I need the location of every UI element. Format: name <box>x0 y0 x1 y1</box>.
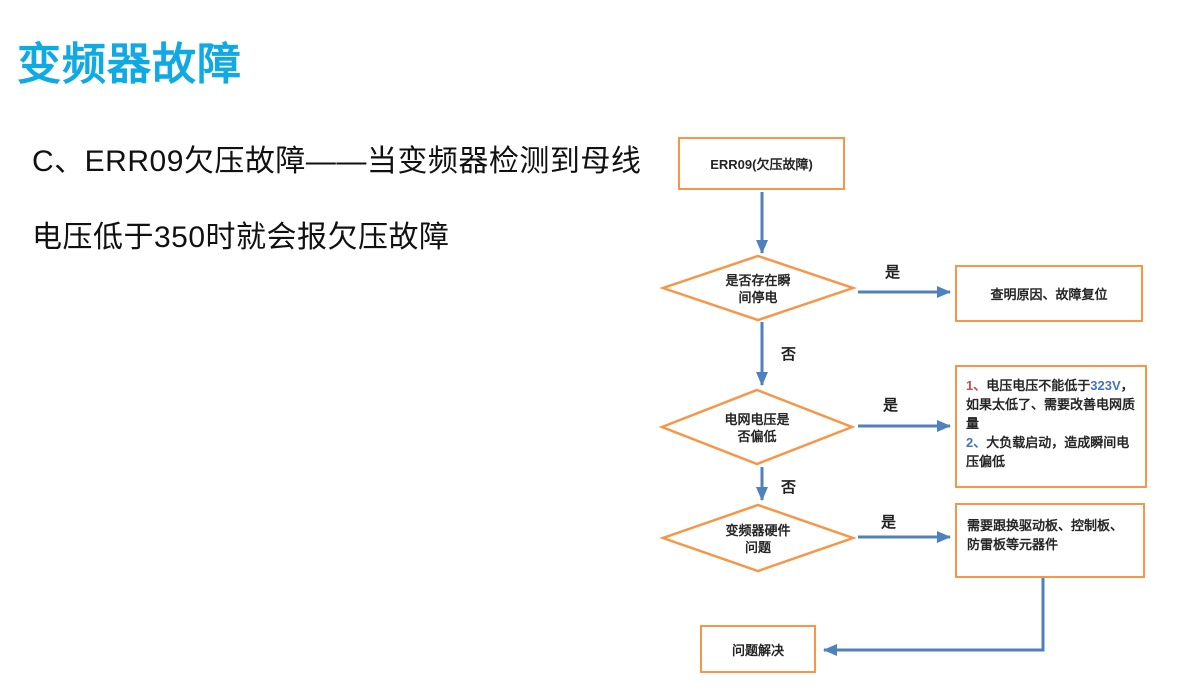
decision3-line2: 问题 <box>744 540 771 555</box>
label-yes-2: 是 <box>883 397 899 414</box>
decision1-label: 是否存在瞬 间停电 <box>693 272 823 306</box>
result3-label: 需要跟换驱动板、控制板、防雷板等元器件 <box>967 518 1124 552</box>
decision2-line1: 电网电压是 <box>724 412 790 427</box>
node-end-box: 问题解决 <box>700 625 816 673</box>
decision1-line1: 是否存在瞬 <box>725 273 791 288</box>
label-yes-1: 是 <box>885 264 901 281</box>
result2-item1-value: 323V <box>1090 378 1121 393</box>
result2-item2: 2、大负载启动，造成瞬间电压偏低 <box>966 433 1136 471</box>
node-start-box: ERR09(欠压故障) <box>678 137 845 190</box>
label-no-1: 否 <box>781 346 797 363</box>
node-result1-box: 查明原因、故障复位 <box>955 265 1143 322</box>
page-title: 变频器故障 <box>17 40 242 89</box>
result2-item1-pre: 电压电压不能低于 <box>986 378 1091 393</box>
arrow-result3-to-end <box>823 578 1045 656</box>
decision3-line1: 变频器硬件 <box>725 523 791 538</box>
label-no-2: 否 <box>781 479 797 496</box>
result1-label: 查明原因、故障复位 <box>990 287 1108 302</box>
result2-item1-post: ，如果太低了、需要改善电网质量 <box>966 378 1136 431</box>
body-text-line-1: C、ERR09欠压故障——当变频器检测到母线 <box>32 145 642 178</box>
decision1-diamond-shape <box>659 254 857 322</box>
label-yes-3: 是 <box>881 514 897 531</box>
result2-item1: 1、电压电压不能低于323V，如果太低了、需要改善电网质量 <box>966 376 1136 433</box>
end-box-label: 问题解决 <box>731 642 784 658</box>
result2-item2-number: 2、 <box>966 435 987 450</box>
result2-item1-number: 1、 <box>966 378 987 393</box>
node-result3-box: 需要跟换驱动板、控制板、防雷板等元器件 <box>955 503 1145 578</box>
decision2-label: 电网电压是 否偏低 <box>692 411 822 445</box>
body-text-line-2: 电压低于350时就会报欠压故障 <box>32 221 450 254</box>
start-box-label: ERR09(欠压故障) <box>710 157 813 172</box>
node-result2-box: 1、电压电压不能低于323V，如果太低了、需要改善电网质量 2、大负载启动，造成… <box>955 365 1147 488</box>
decision1-line2: 间停电 <box>738 290 778 305</box>
decision2-diamond-shape <box>658 388 856 466</box>
result2-item2-text: 大负载启动，造成瞬间电压偏低 <box>966 435 1130 469</box>
decision3-label: 变频器硬件 问题 <box>693 522 823 556</box>
decision2-line2: 否偏低 <box>737 429 777 444</box>
decision3-diamond-shape <box>659 503 857 573</box>
